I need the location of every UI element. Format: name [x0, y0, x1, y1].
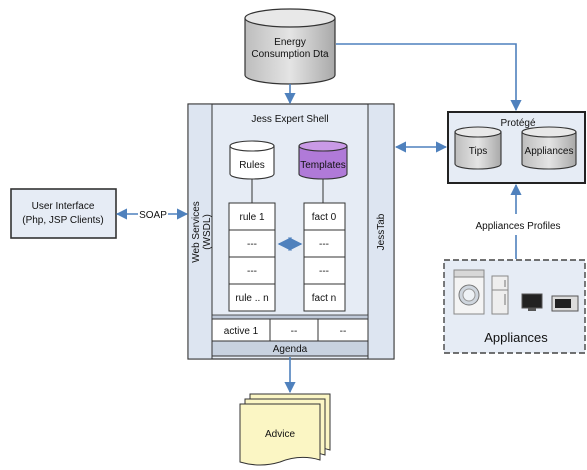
fact-list: fact 0 --- --- fact n	[303, 202, 346, 312]
fact-row: ---	[319, 266, 329, 277]
fact-row: fact n	[312, 293, 336, 304]
jess-shell-title: Jess Expert Shell	[251, 114, 328, 125]
energy-db-label-line2: Consumption Dta	[251, 49, 329, 60]
jesstab-label: JessTab	[376, 213, 387, 250]
fact-row: fact 0	[312, 212, 337, 223]
templates-database: Templates	[298, 140, 348, 180]
web-services-label-line1: Web Services	[191, 201, 202, 263]
tv-icon	[521, 293, 543, 311]
rule-list: rule 1 --- --- rule .. n	[228, 202, 276, 312]
washing-machine-icon	[453, 269, 485, 315]
rules-label: Rules	[239, 160, 265, 171]
microwave-icon	[551, 295, 579, 312]
energy-consumption-database: Energy Consumption Dta	[244, 8, 336, 85]
advice-document: Advice	[239, 393, 331, 466]
user-interface-box: User Interface (Php, JSP Clients)	[10, 188, 117, 239]
appliances-box-label: Appliances	[484, 330, 548, 345]
rule-row: rule 1	[239, 212, 264, 223]
rule-row: rule .. n	[235, 293, 268, 304]
rule-row: ---	[247, 266, 257, 277]
protege-title: Protégé	[500, 118, 535, 129]
agenda-cell: --	[291, 326, 298, 337]
appliances-box: Appliances	[443, 259, 586, 354]
advice-label: Advice	[265, 429, 295, 440]
templates-label: Templates	[300, 160, 346, 171]
energy-db-label-line1: Energy	[274, 37, 306, 48]
web-services-label-line2: (WSDL)	[202, 214, 213, 250]
agenda-cell: --	[340, 326, 347, 337]
user-interface-label-line2: (Php, JSP Clients)	[22, 215, 104, 226]
soap-label: SOAP	[139, 210, 167, 221]
refrigerator-icon	[491, 275, 509, 315]
energy-to-protege-arrow	[336, 43, 522, 112]
rule-row: ---	[247, 239, 257, 250]
rules-database: Rules	[229, 140, 275, 180]
tips-label: Tips	[469, 146, 488, 157]
agenda-block: active 1 -- -- Agenda	[211, 314, 369, 357]
fact-row: ---	[319, 239, 329, 250]
agenda-label: Agenda	[273, 344, 308, 355]
appliances-db-label: Appliances	[525, 146, 574, 157]
user-interface-label-line1: User Interface	[32, 201, 95, 212]
protege-box: Protégé Tips Appliances	[447, 111, 586, 184]
agenda-cell: active 1	[224, 326, 259, 337]
appliances-profiles-label: Appliances Profiles	[475, 221, 560, 232]
